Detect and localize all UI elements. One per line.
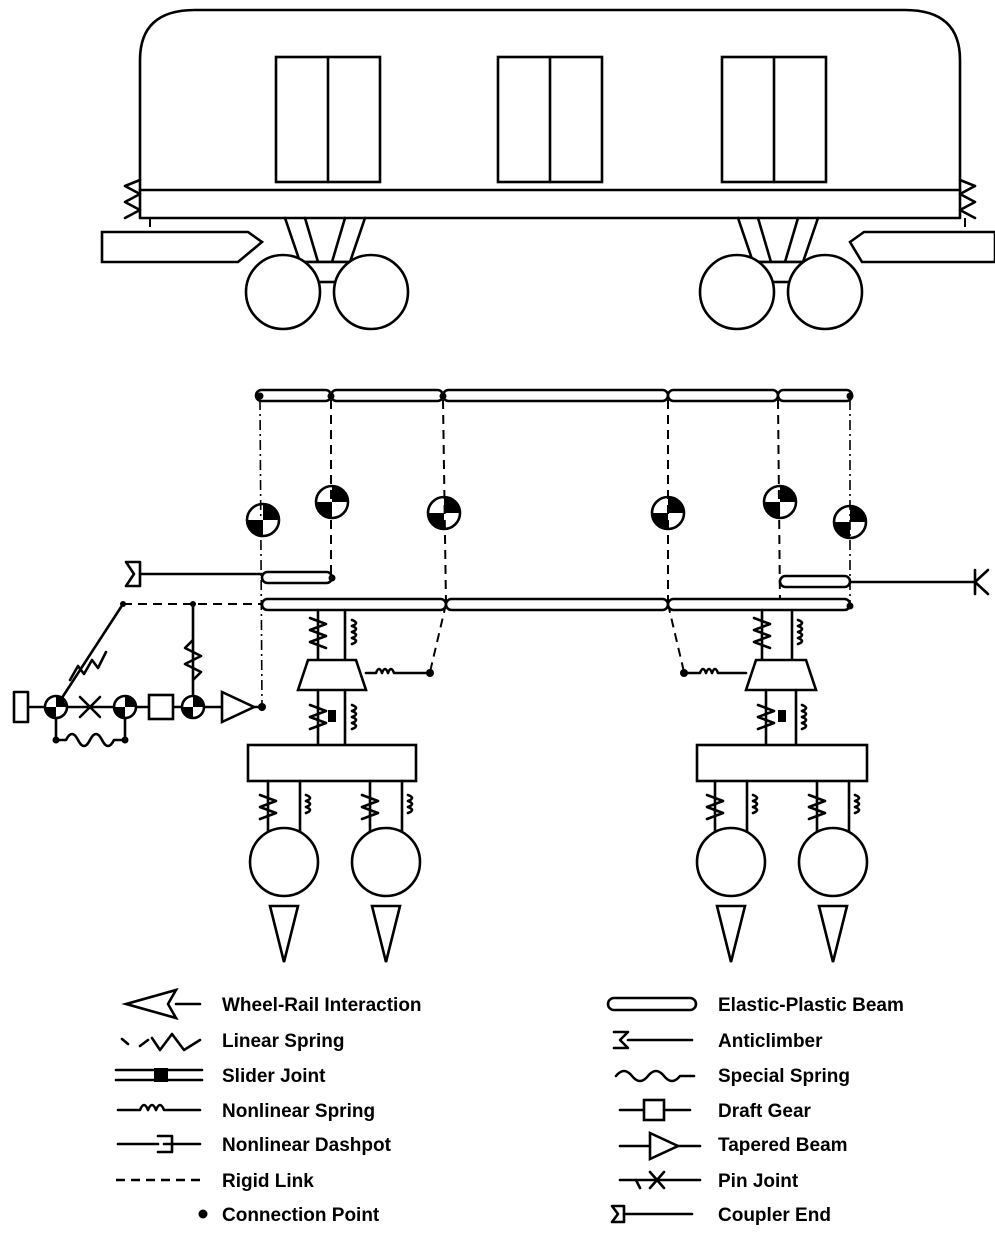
- anticlimber-symbol: [612, 1030, 694, 1050]
- legend-label-anticlimber: Anticlimber: [718, 1031, 823, 1052]
- legend-label-nonlinear-dashpot: Nonlinear Dashpot: [222, 1135, 392, 1156]
- nonlinear-spring-symbol: [116, 1103, 202, 1112]
- legend-label-rigid-link: Rigid Link: [222, 1171, 314, 1192]
- car-window-1: [274, 55, 382, 184]
- floor-beam-chain: [260, 570, 854, 612]
- legend: Wheel-Rail Interaction Linear Spring Sli…: [114, 987, 904, 1226]
- right-wheel-1-model: [695, 826, 767, 898]
- nonlinear-dashpot-symbol: [116, 1134, 202, 1154]
- pin-joint-symbol: [618, 1170, 702, 1190]
- elastic-plastic-beam-symbol: [606, 996, 698, 1012]
- left-anticlimber: [124, 560, 264, 588]
- connection-point-symbol: [198, 1209, 208, 1219]
- wheel-rail-interaction-symbol: [121, 987, 202, 1021]
- linear-spring-symbol: [120, 1032, 202, 1052]
- right-truck-model: [680, 608, 869, 963]
- left-truck: [244, 216, 410, 331]
- legend-label-wheel-rail-interaction: Wheel-Rail Interaction: [222, 995, 422, 1016]
- mass-symbols: [245, 484, 868, 540]
- rigid-links: [123, 399, 851, 709]
- right-wheel-2-model: [797, 826, 869, 898]
- slider-joint-symbol: [114, 1068, 204, 1082]
- right-anticlimber: [848, 568, 990, 596]
- right-truck-wheel-2: [786, 253, 864, 331]
- legend-label-linear-spring: Linear Spring: [222, 1031, 344, 1052]
- legend-label-elastic-plastic-beam: Elastic-Plastic Beam: [718, 995, 904, 1016]
- car-window-3: [720, 55, 828, 184]
- special-spring-symbol: [614, 1069, 696, 1083]
- left-wheel-1-model: [248, 826, 320, 898]
- right-end-spring: [958, 178, 977, 220]
- left-truck-wheel-2: [332, 253, 410, 331]
- legend-label-draft-gear: Draft Gear: [718, 1101, 812, 1122]
- coupler-end-symbol: [610, 1204, 694, 1224]
- left-truck-wheel-1: [244, 253, 322, 331]
- legend-label-pin-joint: Pin Joint: [718, 1171, 799, 1192]
- legend-label-slider-joint: Slider Joint: [222, 1066, 326, 1087]
- tapered-beam-symbol: [618, 1130, 702, 1162]
- left-end-spring: [123, 178, 142, 220]
- left-coupling-assembly: [12, 601, 266, 748]
- legend-label-special-spring: Special Spring: [718, 1066, 850, 1087]
- car-body: [138, 8, 962, 220]
- legend-label-coupler-end: Coupler End: [718, 1205, 831, 1226]
- railcar-illustration: [100, 8, 995, 331]
- right-truck: [698, 216, 864, 331]
- legend-label-tapered-beam: Tapered Beam: [718, 1135, 848, 1156]
- right-truck-wheel-1: [698, 253, 776, 331]
- car-window-2: [496, 55, 604, 184]
- left-coupler-sill: [100, 230, 265, 264]
- legend-label-connection-point: Connection Point: [222, 1205, 380, 1226]
- draft-gear-symbol: [618, 1098, 692, 1122]
- right-coupler-sill: [848, 230, 995, 264]
- legend-label-nonlinear-spring: Nonlinear Spring: [222, 1101, 375, 1122]
- left-wheel-2-model: [350, 826, 422, 898]
- structural-model: [12, 388, 990, 963]
- left-truck-model: [246, 608, 434, 963]
- roof-beam-chain: [254, 388, 854, 403]
